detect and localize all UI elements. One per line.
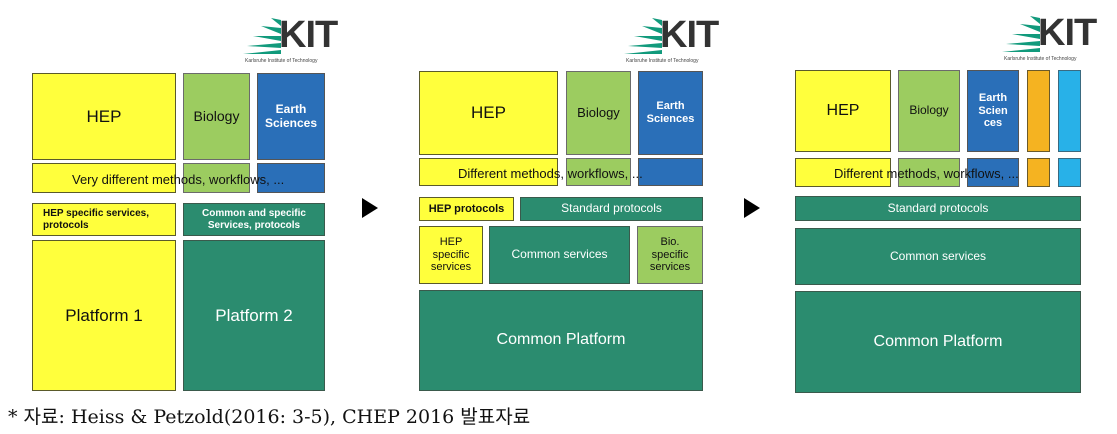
methods-green-box <box>898 158 960 187</box>
methods-yellow-box <box>419 158 558 186</box>
earth-sciences-label: Earth Sciences <box>646 100 695 125</box>
common-platform-box: Common Platform <box>419 290 703 391</box>
common-services-box: Common services <box>489 226 630 284</box>
methods-label: Very different methods, workflows, ... <box>72 172 285 187</box>
standard-protocols-label: Standard protocols <box>561 201 662 216</box>
hep-protocols-box: HEP protocols <box>419 197 514 221</box>
biology-label: Biology <box>909 103 949 118</box>
methods-orange-box <box>1027 158 1050 187</box>
platform1-box: Platform 1 <box>32 240 176 391</box>
earth-sciences-box: Earth Sciences <box>638 71 703 155</box>
hep-protocols-label: HEP protocols <box>428 202 505 215</box>
standard-protocols-label: Standard protocols <box>887 200 989 215</box>
standard-protocols-box: Standard protocols <box>795 196 1081 221</box>
common-specific-services-label: Common and specific Services, protocols <box>202 208 306 231</box>
biology-label: Biology <box>577 104 620 120</box>
arrow-right-icon <box>362 198 378 218</box>
biology-label: Biology <box>193 108 240 125</box>
kit-logo: KIT Karlsruhe Institute of Technology <box>624 14 719 64</box>
hep-box: HEP <box>795 70 891 152</box>
common-platform-box: Common Platform <box>795 291 1081 393</box>
common-platform-label: Common Platform <box>496 331 626 349</box>
common-services-box: Common services <box>795 228 1081 285</box>
common-platform-label: Common Platform <box>873 332 1003 350</box>
kit-logo-text: KIT <box>1038 12 1097 54</box>
biology-box: Biology <box>898 70 960 152</box>
kit-logo-icon <box>1002 16 1040 52</box>
common-specific-services-box: Common and specific Services, protocols <box>183 203 325 236</box>
earth-sciences-label: Earth Scien ces <box>978 92 1008 130</box>
standard-protocols-box: Standard protocols <box>520 197 703 221</box>
methods-green-box <box>183 163 250 193</box>
platform1-label: Platform 1 <box>65 305 143 325</box>
methods-blue-box <box>967 158 1019 187</box>
kit-logo: KIT Karlsruhe Institute of Technology <box>243 14 338 64</box>
kit-logo-icon <box>243 18 281 54</box>
earth-sciences-label: Earth Sciences <box>264 101 318 130</box>
hep-box: HEP <box>32 73 176 160</box>
kit-logo-text: KIT <box>660 14 719 56</box>
hep-specific-services-label: HEP specific services, protocols <box>43 208 149 231</box>
hep-specific-services-box: HEP specific services <box>419 226 483 284</box>
hep-box: HEP <box>419 71 558 155</box>
arrow-right-icon <box>744 198 760 218</box>
biology-box: Biology <box>566 71 631 155</box>
methods-blue-box <box>257 163 325 193</box>
hep-specific-services-label: HEP specific services <box>430 236 472 274</box>
kit-logo-text: KIT <box>279 14 338 56</box>
kit-logo-subtitle: Karlsruhe Institute of Technology <box>1004 56 1077 62</box>
methods-green-box <box>566 158 631 186</box>
bio-specific-services-box: Bio. specific services <box>637 226 703 284</box>
earth-sciences-box: Earth Sciences <box>257 73 325 160</box>
methods-label: Different methods, workflows, ... <box>458 166 643 181</box>
methods-cyan-box <box>1058 158 1081 187</box>
kit-logo-subtitle: Karlsruhe Institute of Technology <box>626 58 699 64</box>
methods-label: Different methods, workflows, ... <box>834 166 1019 181</box>
hep-specific-services-box: HEP specific services, protocols <box>32 203 176 236</box>
hep-label: HEP <box>826 101 860 119</box>
hep-label: HEP <box>86 106 122 126</box>
biology-box: Biology <box>183 73 250 160</box>
hep-label: HEP <box>471 103 506 123</box>
common-services-label: Common services <box>511 247 608 262</box>
methods-yellow-box <box>32 163 176 193</box>
methods-yellow-box <box>795 158 891 187</box>
cyan-column-box <box>1058 70 1081 152</box>
orange-column-box <box>1027 70 1050 152</box>
platform2-label: Platform 2 <box>215 305 293 325</box>
kit-logo-subtitle: Karlsruhe Institute of Technology <box>245 58 318 64</box>
common-services-label: Common services <box>889 248 987 263</box>
kit-logo: KIT Karlsruhe Institute of Technology <box>1002 12 1097 62</box>
bio-specific-services-label: Bio. specific services <box>649 236 691 274</box>
kit-logo-icon <box>624 18 662 54</box>
earth-sciences-box: Earth Scien ces <box>967 70 1019 152</box>
platform2-box: Platform 2 <box>183 240 325 391</box>
source-caption: * 자료: Heiss & Petzold(2016: 3-5), CHEP 2… <box>8 406 531 428</box>
methods-blue-box <box>638 158 703 186</box>
